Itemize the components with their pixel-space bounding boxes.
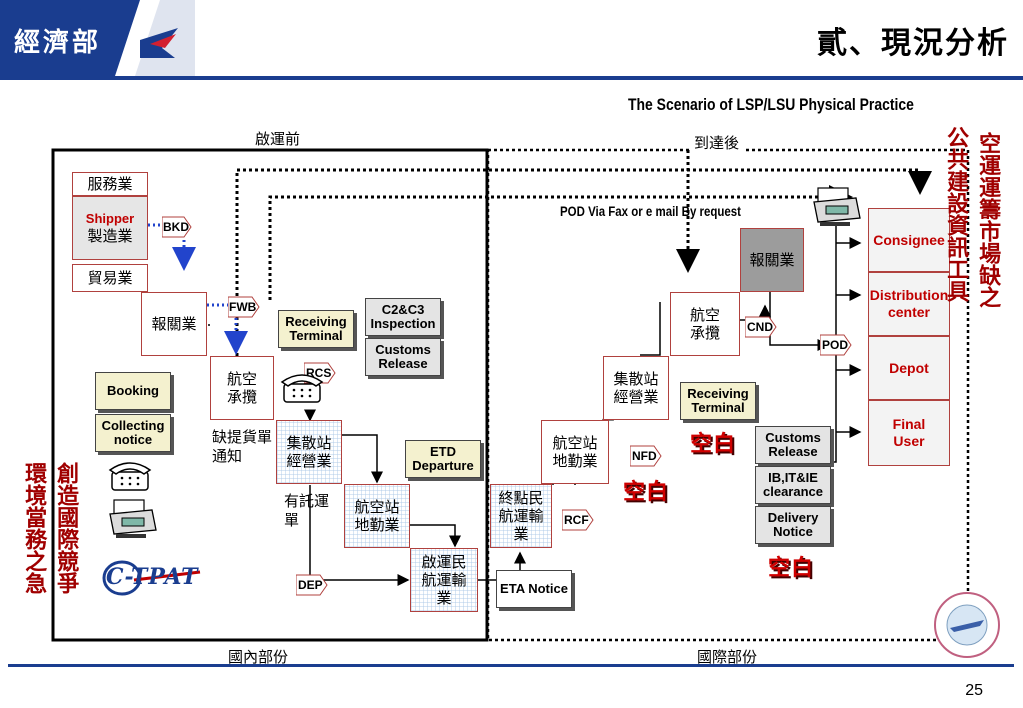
ctpat-logo-text: C-TPAT: [106, 564, 199, 590]
before-shipment-label: 啟運前: [255, 130, 301, 148]
page-number: 25: [965, 682, 983, 699]
arrival-airline-node: 終點民航運輸業: [490, 484, 552, 548]
customs-broker-node-left: 報關業: [141, 292, 207, 356]
final-user-box: Final User: [868, 400, 950, 466]
blank-stamp-3: 空白: [768, 555, 815, 581]
ministry-logo: [0, 0, 195, 76]
ministry-name: 經濟部: [14, 28, 102, 58]
header-line: [0, 76, 1023, 80]
right-vertical-text-2: 公共建設資訊工具: [943, 126, 970, 302]
ib-it-ie-clearance-box: IB,IT&IE clearance: [755, 466, 831, 504]
international-label: 國際部份: [697, 648, 758, 666]
fax-machine-icon: [109, 499, 157, 538]
after-arrival-label: 到達後: [690, 132, 744, 153]
manufacturer-label: 製造業: [87, 226, 133, 245]
customs-broker-node-right: 報關業: [740, 228, 804, 292]
consignee-box: Consignee: [868, 208, 950, 272]
service-industry-node: 服務業: [72, 172, 148, 196]
organization-seal: [934, 592, 1000, 658]
etd-departure-box: ETD Departure: [405, 440, 481, 478]
delivery-notice-box: Delivery Notice: [755, 506, 831, 544]
consignment-note: 有託運單: [284, 492, 330, 529]
right-vertical-text-1: 空運運籌市場缺之: [975, 132, 1002, 308]
fax-machine-icon-2: [813, 187, 861, 226]
booking-box: Booking: [95, 372, 171, 410]
rcf-tag: RCF: [561, 509, 594, 535]
cargo-terminal-node-right: 集散站經營業: [603, 356, 669, 420]
air-freight-agent-node-left: 航空承攬: [210, 356, 274, 420]
telephone-icon-2: [108, 462, 152, 491]
ground-handling-node-left: 航空站地勤業: [344, 484, 410, 548]
subtitle: The Scenario of LSP/LSU Physical Practic…: [628, 95, 914, 114]
nfd-tag: NFD: [629, 445, 662, 471]
missing-delivery-note: 缺提貨單通知: [212, 428, 273, 465]
ctpat-logo-mark: [102, 560, 201, 596]
cargo-terminal-node-left: 集散站經營業: [276, 420, 342, 484]
collecting-notice-box: Collecting notice: [95, 414, 171, 452]
domestic-label: 國內部份: [228, 648, 289, 666]
left-vertical-text-1: 環境當務之急: [21, 462, 48, 594]
blank-stamp-2: 空白: [623, 479, 670, 505]
shipper-node: Shipper 製造業: [72, 196, 148, 260]
ground-handling-node-right: 航空站地勤業: [541, 420, 609, 484]
footer-line: [8, 664, 1014, 667]
depot-box: Depot: [868, 336, 950, 400]
ministry-banner: 經濟部: [0, 0, 195, 76]
ctpat-logo: C-TPAT: [100, 558, 204, 600]
cnd-tag: CND: [744, 316, 777, 342]
customs-release-left-box: Customs Release: [365, 338, 441, 376]
fwb-tag: FWB: [227, 296, 260, 322]
pod-fax-note: POD Via Fax or e mail By request: [560, 203, 741, 219]
trading-industry-node: 貿易業: [72, 264, 148, 292]
c2c3-inspection-box: C2&C3 Inspection: [365, 298, 441, 336]
page-title: 貳、現況分析: [817, 26, 1009, 61]
blank-stamp-1: 空白: [690, 431, 737, 457]
customs-release-right-box: Customs Release: [755, 426, 831, 464]
dep-tag: DEP: [295, 574, 328, 600]
shipper-label: Shipper: [85, 211, 135, 227]
telephone-icon: [280, 374, 324, 403]
bkd-tag: BKD: [161, 216, 192, 242]
left-vertical-text-2: 創造國際競爭: [53, 462, 80, 594]
eta-notice-box: ETA Notice: [496, 570, 572, 608]
departure-airline-node: 啟運民航運輸業: [410, 548, 478, 612]
receiving-terminal-left: Receiving Terminal: [278, 310, 354, 348]
pod-tag: POD: [819, 334, 852, 360]
distribution-center-box: Distribution center: [868, 272, 950, 336]
receiving-terminal-right: Receiving Terminal: [680, 382, 756, 420]
air-freight-agent-node-right: 航空承攬: [670, 292, 740, 356]
